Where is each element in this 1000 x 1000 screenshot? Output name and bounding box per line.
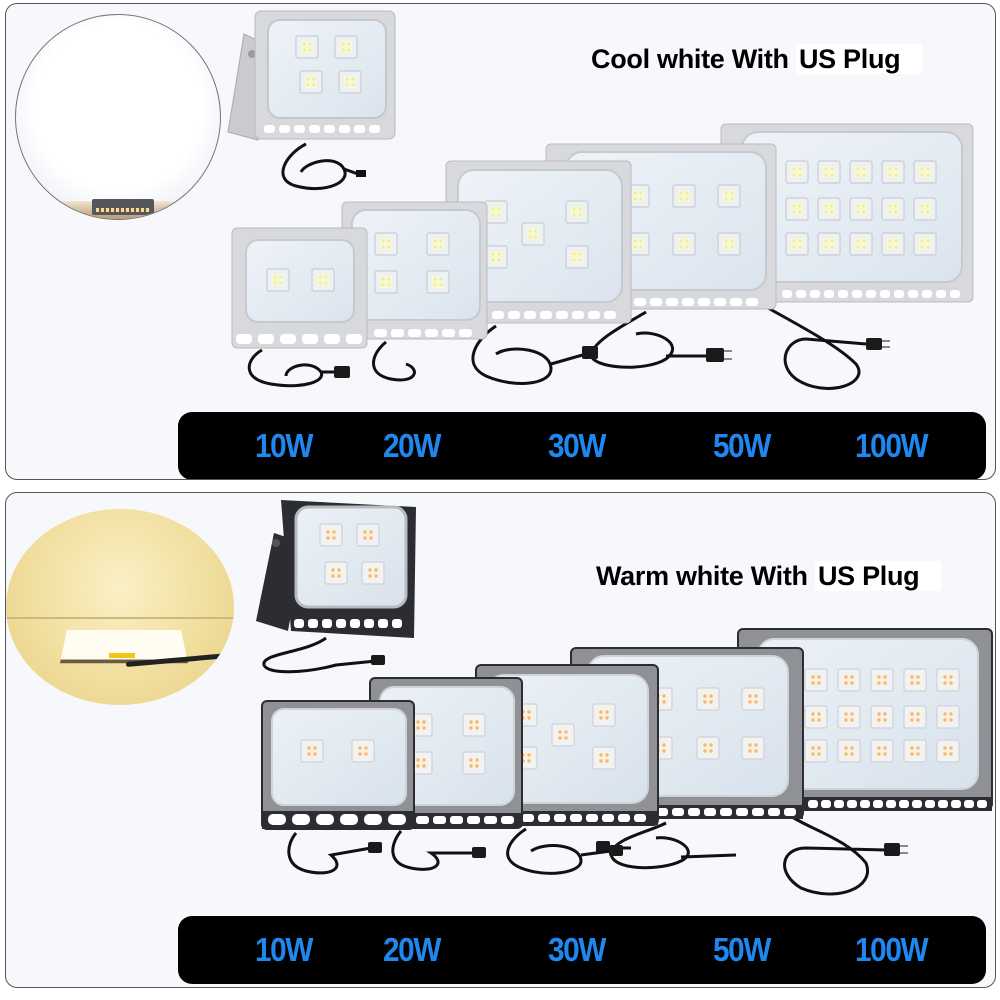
- cool-wattage-bar: 10W 20W 30W 50W 100W: [178, 412, 986, 479]
- cool-label-50w: 50W: [713, 427, 771, 464]
- warm-label-50w: 50W: [713, 931, 771, 968]
- warm-wattage-bar: 10W 20W 30W 50W 100W: [178, 916, 986, 984]
- cool-floodlight-lineup: [227, 10, 974, 390]
- warm-floodlight-stand: [256, 500, 416, 674]
- warm-label-10w: 10W: [255, 931, 313, 968]
- cool-label-30w: 30W: [548, 427, 606, 464]
- cool-label-10w: 10W: [255, 427, 313, 464]
- warm-label-100w: 100W: [855, 931, 929, 968]
- warm-floodlight-lineup: [256, 500, 993, 896]
- cool-floodlight-20w: [341, 201, 488, 382]
- cool-white-glow-photo: [15, 14, 221, 220]
- warm-white-title: Warm white With US Plug: [596, 561, 942, 592]
- cool-fixture-body: [92, 199, 154, 215]
- warm-label-20w: 20W: [383, 931, 441, 968]
- warm-floodlight-10w: [261, 700, 415, 875]
- cool-white-panel: Cool white With US Plug: [5, 3, 996, 480]
- warm-white-panel: Warm white With US Plug: [5, 492, 996, 988]
- cool-floodlight-100w: [720, 123, 974, 390]
- cool-label-100w: 100W: [855, 427, 929, 464]
- cool-floodlight-10w: [231, 227, 368, 388]
- cool-floodlight-stand: [227, 10, 396, 191]
- cool-white-title: Cool white With US Plug: [591, 44, 923, 75]
- cool-floodlight-30w: [445, 160, 632, 385]
- warm-label-30w: 30W: [548, 931, 606, 968]
- cool-label-20w: 20W: [383, 427, 441, 464]
- warm-white-glow-photo: [6, 509, 234, 705]
